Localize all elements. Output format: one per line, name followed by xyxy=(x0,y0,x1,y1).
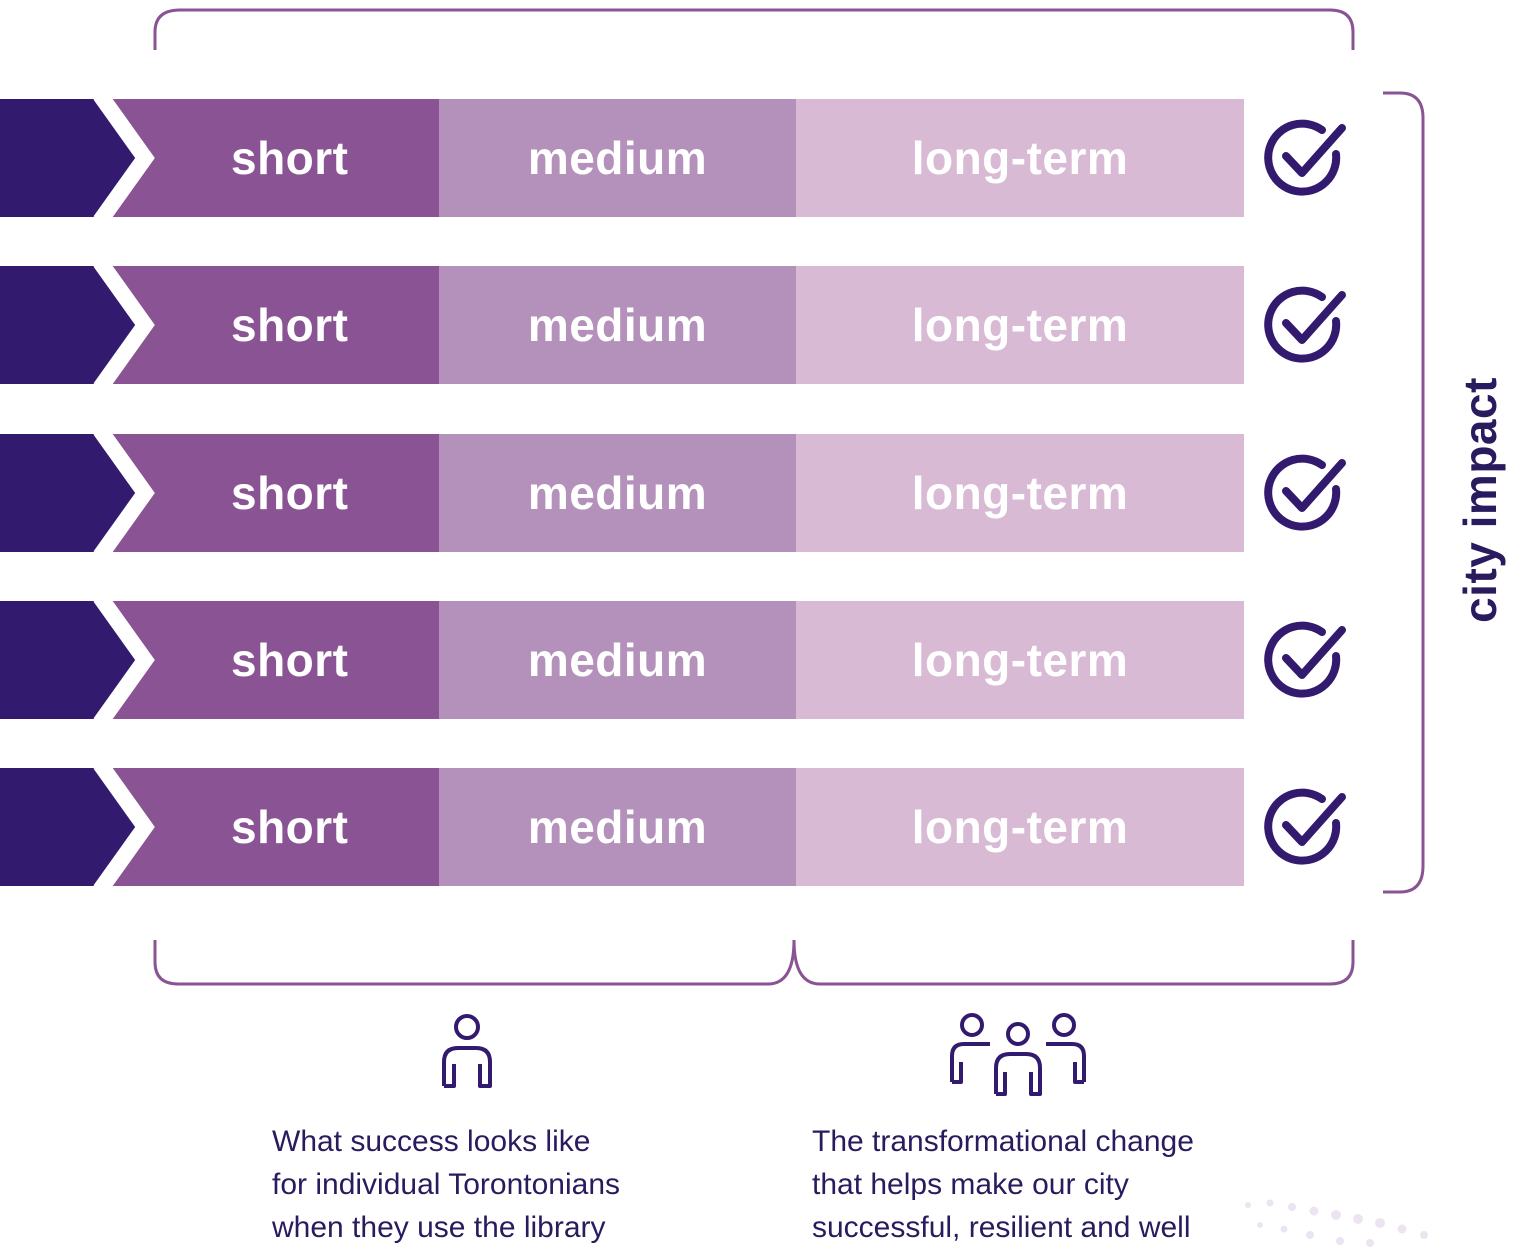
bottom-bracket-city xyxy=(792,939,1355,986)
long-term-cell: long-term xyxy=(796,768,1244,886)
check-circle-icon xyxy=(1264,119,1346,196)
short-term-cell: short xyxy=(110,99,439,217)
check-circle-icon xyxy=(1264,788,1346,865)
description-line: The transformational change xyxy=(812,1125,1194,1158)
description-line: What success looks like xyxy=(272,1125,591,1158)
group-icon xyxy=(950,1013,1086,1096)
description-line: successful, resilient and well xyxy=(812,1211,1191,1244)
medium-term-cell: medium xyxy=(439,434,796,552)
top-bracket xyxy=(153,8,1355,50)
medium-term-cell: medium xyxy=(439,266,796,384)
community-description: The transformational change that helps m… xyxy=(812,1120,1194,1249)
city-impact-text: city impact xyxy=(1454,377,1506,623)
long-term-cell: long-term xyxy=(796,601,1244,719)
short-term-cell: short xyxy=(110,266,439,384)
check-circle-icon xyxy=(1264,286,1346,363)
individual-description: What success looks like for individual T… xyxy=(272,1120,620,1249)
outcome-row-3: short medium long-term xyxy=(0,434,1360,552)
outcome-row-1: short medium long-term xyxy=(0,99,1360,217)
person-icon xyxy=(442,1014,492,1088)
short-term-cell: short xyxy=(110,434,439,552)
check-circle-icon xyxy=(1264,621,1346,698)
short-term-cell: short xyxy=(110,601,439,719)
outcome-row-2: short medium long-term xyxy=(0,266,1360,384)
chevron-arrow xyxy=(0,266,155,384)
decorative-dots xyxy=(1245,1199,1428,1247)
check-circle-icon xyxy=(1264,454,1346,531)
short-term-cell: short xyxy=(110,768,439,886)
long-term-cell: long-term xyxy=(796,266,1244,384)
city-impact-label: city impact xyxy=(1440,330,1520,670)
description-line: that helps make our city xyxy=(812,1168,1129,1201)
long-term-cell: long-term xyxy=(796,99,1244,217)
long-term-cell: long-term xyxy=(796,434,1244,552)
medium-term-cell: medium xyxy=(439,99,796,217)
medium-term-cell: medium xyxy=(439,768,796,886)
chevron-arrow xyxy=(0,434,155,552)
medium-term-cell: medium xyxy=(439,601,796,719)
chevron-arrow xyxy=(0,99,155,217)
chevron-arrow xyxy=(0,768,155,886)
bottom-bracket-individual xyxy=(153,939,796,986)
right-bracket xyxy=(1383,91,1425,894)
description-line: when they use the library xyxy=(272,1211,606,1244)
chevron-arrow xyxy=(0,601,155,719)
outcome-row-4: short medium long-term xyxy=(0,601,1360,719)
description-line: for individual Torontonians xyxy=(272,1168,621,1201)
outcome-row-5: short medium long-term xyxy=(0,768,1360,886)
